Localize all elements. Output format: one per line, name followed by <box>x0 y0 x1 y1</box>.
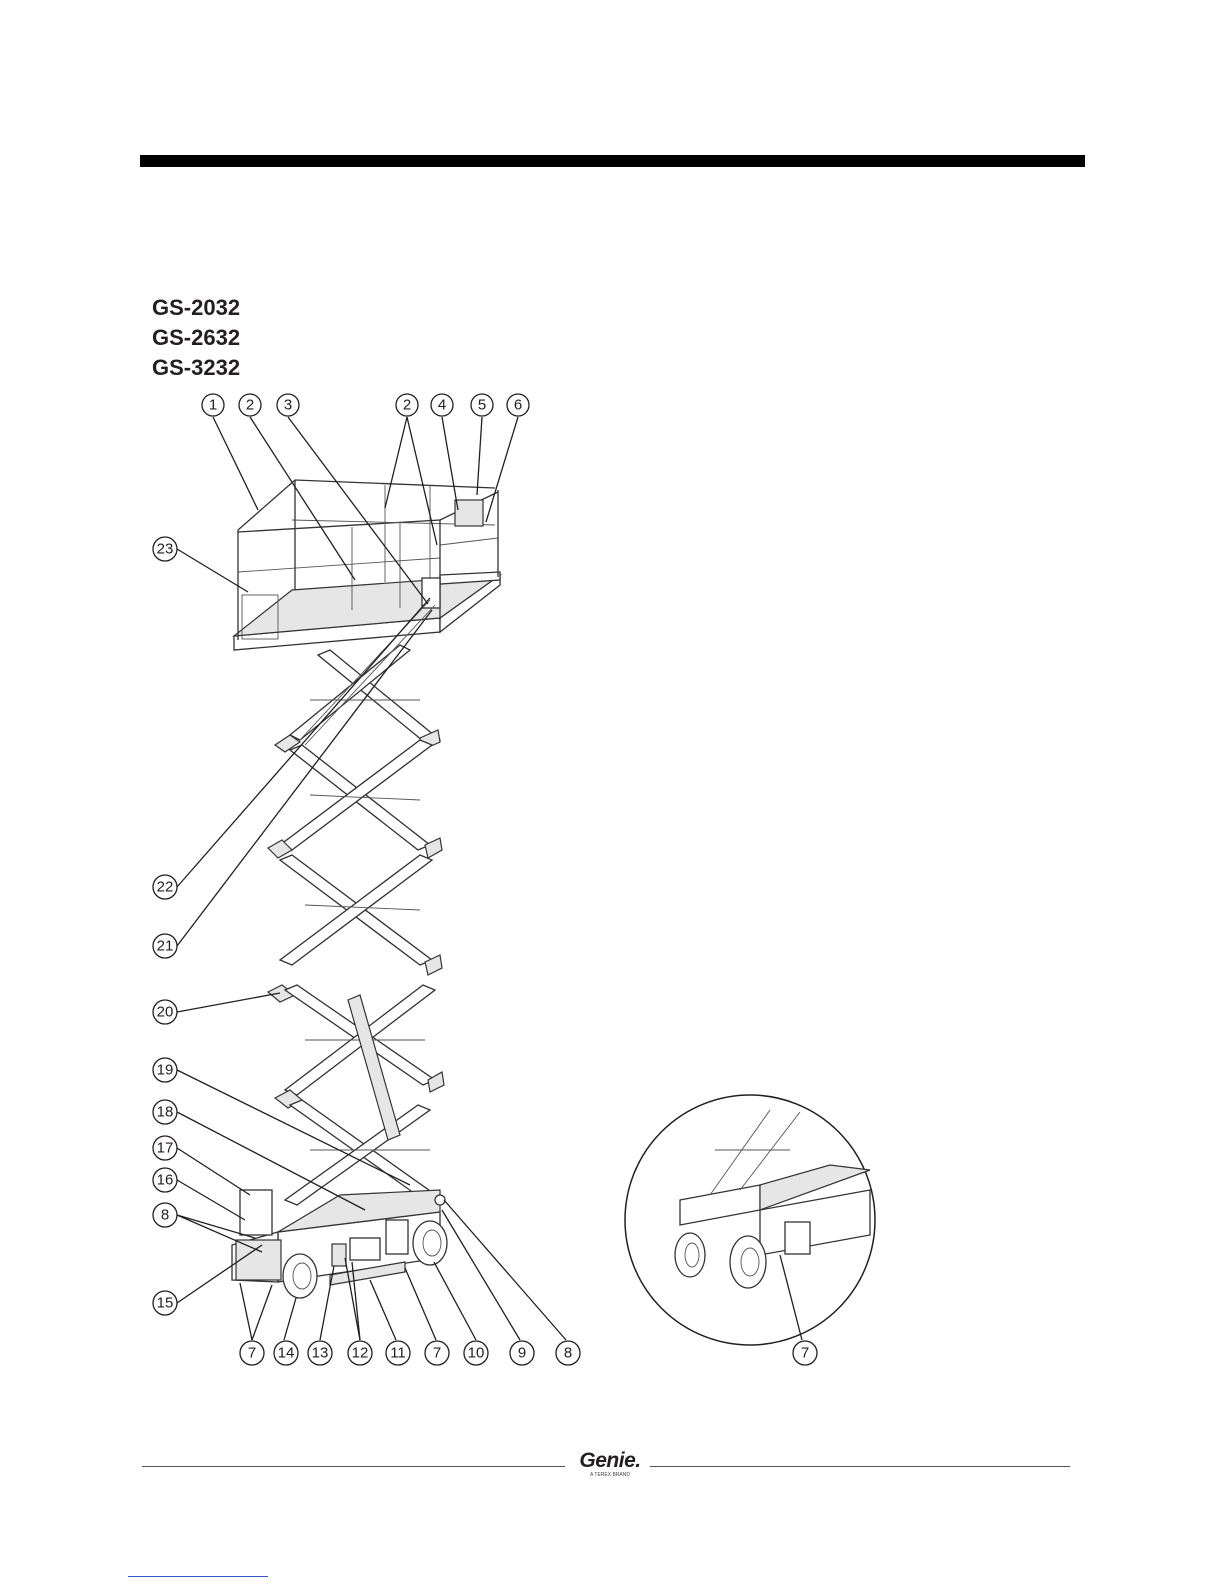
callout-17: 17 <box>153 1136 177 1160</box>
brand-name: Genie. <box>570 1450 650 1472</box>
callout-4: 4 <box>431 394 453 416</box>
callout-7: 7 <box>793 1341 817 1365</box>
svg-text:6: 6 <box>514 397 522 414</box>
platform-guardrails <box>234 480 500 650</box>
svg-text:12: 12 <box>352 1345 369 1362</box>
svg-text:10: 10 <box>468 1345 485 1362</box>
callout-22: 22 <box>153 875 177 899</box>
svg-text:2: 2 <box>246 397 254 414</box>
callout-11: 11 <box>386 1341 410 1365</box>
callout-13: 13 <box>308 1341 332 1365</box>
callout-3: 3 <box>277 394 299 416</box>
svg-text:17: 17 <box>157 1140 174 1157</box>
callout-12: 12 <box>348 1341 372 1365</box>
svg-text:7: 7 <box>801 1345 809 1362</box>
callout-16: 16 <box>153 1168 177 1192</box>
svg-text:9: 9 <box>518 1345 526 1362</box>
svg-text:8: 8 <box>161 1207 169 1224</box>
callout-1: 1 <box>202 394 224 416</box>
svg-text:19: 19 <box>157 1062 174 1079</box>
callout-21: 21 <box>153 934 177 958</box>
callout-2: 2 <box>239 394 261 416</box>
svg-text:5: 5 <box>478 397 486 414</box>
callout-7: 7 <box>240 1341 264 1365</box>
callout-15: 15 <box>153 1291 177 1315</box>
brand-logo: Genie. A TEREX BRAND <box>570 1450 650 1478</box>
callout-7: 7 <box>425 1341 449 1365</box>
callout-6: 6 <box>507 394 529 416</box>
svg-text:21: 21 <box>157 938 174 955</box>
chassis <box>232 1190 447 1298</box>
footer-rule-right <box>650 1466 1070 1467</box>
svg-text:15: 15 <box>157 1295 174 1312</box>
callout-2: 2 <box>396 394 418 416</box>
svg-text:16: 16 <box>157 1172 174 1189</box>
callout-19: 19 <box>153 1058 177 1082</box>
callout-18: 18 <box>153 1100 177 1124</box>
detail-inset <box>625 1095 875 1345</box>
svg-text:7: 7 <box>248 1345 256 1362</box>
svg-text:11: 11 <box>390 1345 406 1362</box>
link-underline <box>128 1576 268 1577</box>
footer-rule-left <box>142 1466 565 1467</box>
svg-text:20: 20 <box>157 1004 174 1021</box>
svg-text:22: 22 <box>157 879 174 896</box>
svg-text:23: 23 <box>157 541 174 558</box>
svg-text:13: 13 <box>312 1345 329 1362</box>
svg-text:4: 4 <box>438 397 446 414</box>
svg-text:18: 18 <box>157 1104 174 1121</box>
svg-text:8: 8 <box>564 1345 572 1362</box>
callout-10: 10 <box>464 1341 488 1365</box>
brand-tagline: A TEREX BRAND <box>570 1472 650 1478</box>
svg-text:1: 1 <box>209 397 217 414</box>
svg-text:7: 7 <box>433 1345 441 1362</box>
scissor-stack <box>268 600 444 1205</box>
callout-8: 8 <box>153 1203 177 1227</box>
callout-5: 5 <box>471 394 493 416</box>
svg-text:3: 3 <box>284 397 292 414</box>
callout-14: 14 <box>274 1341 298 1365</box>
callout-9: 9 <box>510 1341 534 1365</box>
callout-20: 20 <box>153 1000 177 1024</box>
svg-text:14: 14 <box>278 1345 295 1362</box>
callout-23: 23 <box>153 537 177 561</box>
svg-text:2: 2 <box>403 397 411 414</box>
callout-8: 8 <box>556 1341 580 1365</box>
